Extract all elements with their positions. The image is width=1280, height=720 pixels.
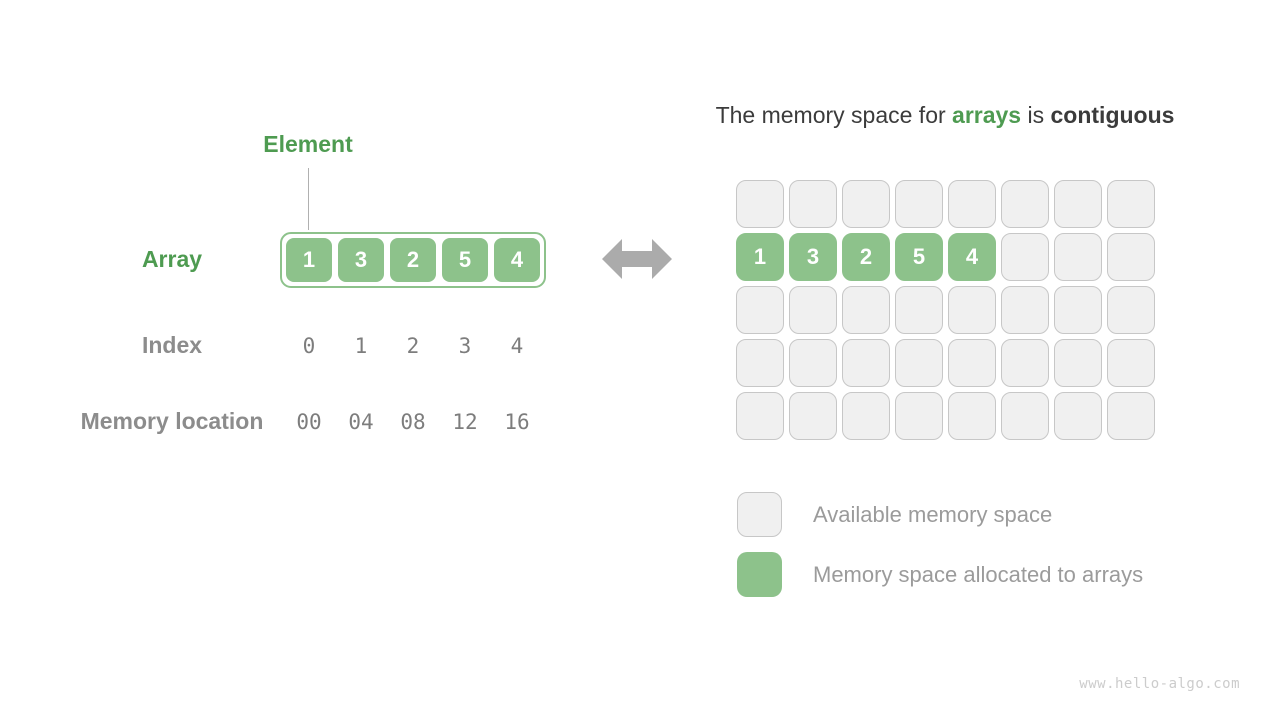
double-arrow-icon bbox=[602, 238, 672, 285]
available-memory-cell bbox=[842, 339, 890, 387]
available-memory-cell bbox=[1054, 180, 1102, 228]
index-value: 0 bbox=[302, 334, 316, 358]
available-memory-cell bbox=[948, 286, 996, 334]
available-memory-cell bbox=[895, 339, 943, 387]
memory-location-value: 00 bbox=[296, 410, 322, 434]
available-memory-cell bbox=[948, 392, 996, 440]
allocated-memory-cell: 1 bbox=[736, 233, 784, 281]
title-prefix: The memory space for bbox=[715, 102, 953, 128]
memory-location-value: 12 bbox=[452, 410, 478, 434]
available-memory-cell bbox=[736, 392, 784, 440]
available-memory-cell bbox=[789, 286, 837, 334]
available-memory-cell bbox=[1001, 180, 1049, 228]
available-memory-cell bbox=[842, 286, 890, 334]
available-memory-cell bbox=[789, 180, 837, 228]
available-memory-cell bbox=[1107, 233, 1155, 281]
title-emphasis-contiguous: contiguous bbox=[1050, 102, 1175, 128]
legend-item-available: Available memory space bbox=[737, 492, 1143, 537]
allocated-memory-swatch bbox=[737, 552, 782, 597]
array-label: Array bbox=[141, 246, 203, 272]
available-memory-cell bbox=[1107, 392, 1155, 440]
available-memory-cell bbox=[842, 392, 890, 440]
legend-label: Available memory space bbox=[813, 501, 1053, 527]
memory-location-label: Memory location bbox=[80, 408, 264, 434]
index-value: 1 bbox=[354, 334, 368, 358]
available-memory-cell bbox=[895, 180, 943, 228]
available-memory-cell bbox=[789, 392, 837, 440]
available-memory-cell bbox=[1054, 392, 1102, 440]
available-memory-cell bbox=[895, 286, 943, 334]
memory-location-value: 16 bbox=[504, 410, 530, 434]
available-memory-cell bbox=[1054, 286, 1102, 334]
array-element-cell: 4 bbox=[494, 238, 540, 282]
array-element-cell: 3 bbox=[338, 238, 384, 282]
legend: Available memory space Memory space allo… bbox=[737, 492, 1143, 612]
available-memory-cell bbox=[1054, 233, 1102, 281]
allocated-memory-cell: 4 bbox=[948, 233, 996, 281]
index-label: Index bbox=[141, 332, 203, 358]
available-memory-cell bbox=[1107, 286, 1155, 334]
available-memory-cell bbox=[1001, 392, 1049, 440]
available-memory-cell bbox=[948, 339, 996, 387]
watermark: www.hello-algo.com bbox=[1079, 676, 1240, 692]
legend-item-allocated: Memory space allocated to arrays bbox=[737, 552, 1143, 597]
available-memory-cell bbox=[1107, 339, 1155, 387]
index-value: 2 bbox=[406, 334, 420, 358]
array-element-cell: 2 bbox=[390, 238, 436, 282]
array-element-cell: 1 bbox=[286, 238, 332, 282]
available-memory-cell bbox=[736, 339, 784, 387]
memory-location-value: 08 bbox=[400, 410, 426, 434]
figure-title: The memory space for arrays is contiguou… bbox=[688, 102, 1202, 129]
memory-location-row: 00 04 08 12 16 bbox=[286, 410, 540, 434]
available-memory-cell bbox=[736, 180, 784, 228]
title-middle: is bbox=[1021, 102, 1051, 128]
index-value: 4 bbox=[510, 334, 524, 358]
available-memory-swatch bbox=[737, 492, 782, 537]
available-memory-cell bbox=[1001, 233, 1049, 281]
available-memory-cell bbox=[789, 339, 837, 387]
available-memory-cell bbox=[736, 286, 784, 334]
title-highlight-arrays: arrays bbox=[952, 102, 1022, 128]
index-value: 3 bbox=[458, 334, 472, 358]
index-row: 0 1 2 3 4 bbox=[286, 334, 540, 358]
available-memory-cell bbox=[1001, 339, 1049, 387]
allocated-memory-cell: 5 bbox=[895, 233, 943, 281]
available-memory-cell bbox=[1054, 339, 1102, 387]
allocated-memory-cell: 3 bbox=[789, 233, 837, 281]
element-pointer-line bbox=[308, 168, 309, 230]
available-memory-cell bbox=[1107, 180, 1155, 228]
available-memory-cell bbox=[895, 392, 943, 440]
available-memory-cell bbox=[948, 180, 996, 228]
array-element-cell: 5 bbox=[442, 238, 488, 282]
available-memory-cell bbox=[842, 180, 890, 228]
memory-location-value: 04 bbox=[348, 410, 374, 434]
allocated-memory-cell: 2 bbox=[842, 233, 890, 281]
available-memory-cell bbox=[1001, 286, 1049, 334]
legend-label: Memory space allocated to arrays bbox=[813, 561, 1144, 587]
element-label: Element bbox=[263, 131, 353, 157]
